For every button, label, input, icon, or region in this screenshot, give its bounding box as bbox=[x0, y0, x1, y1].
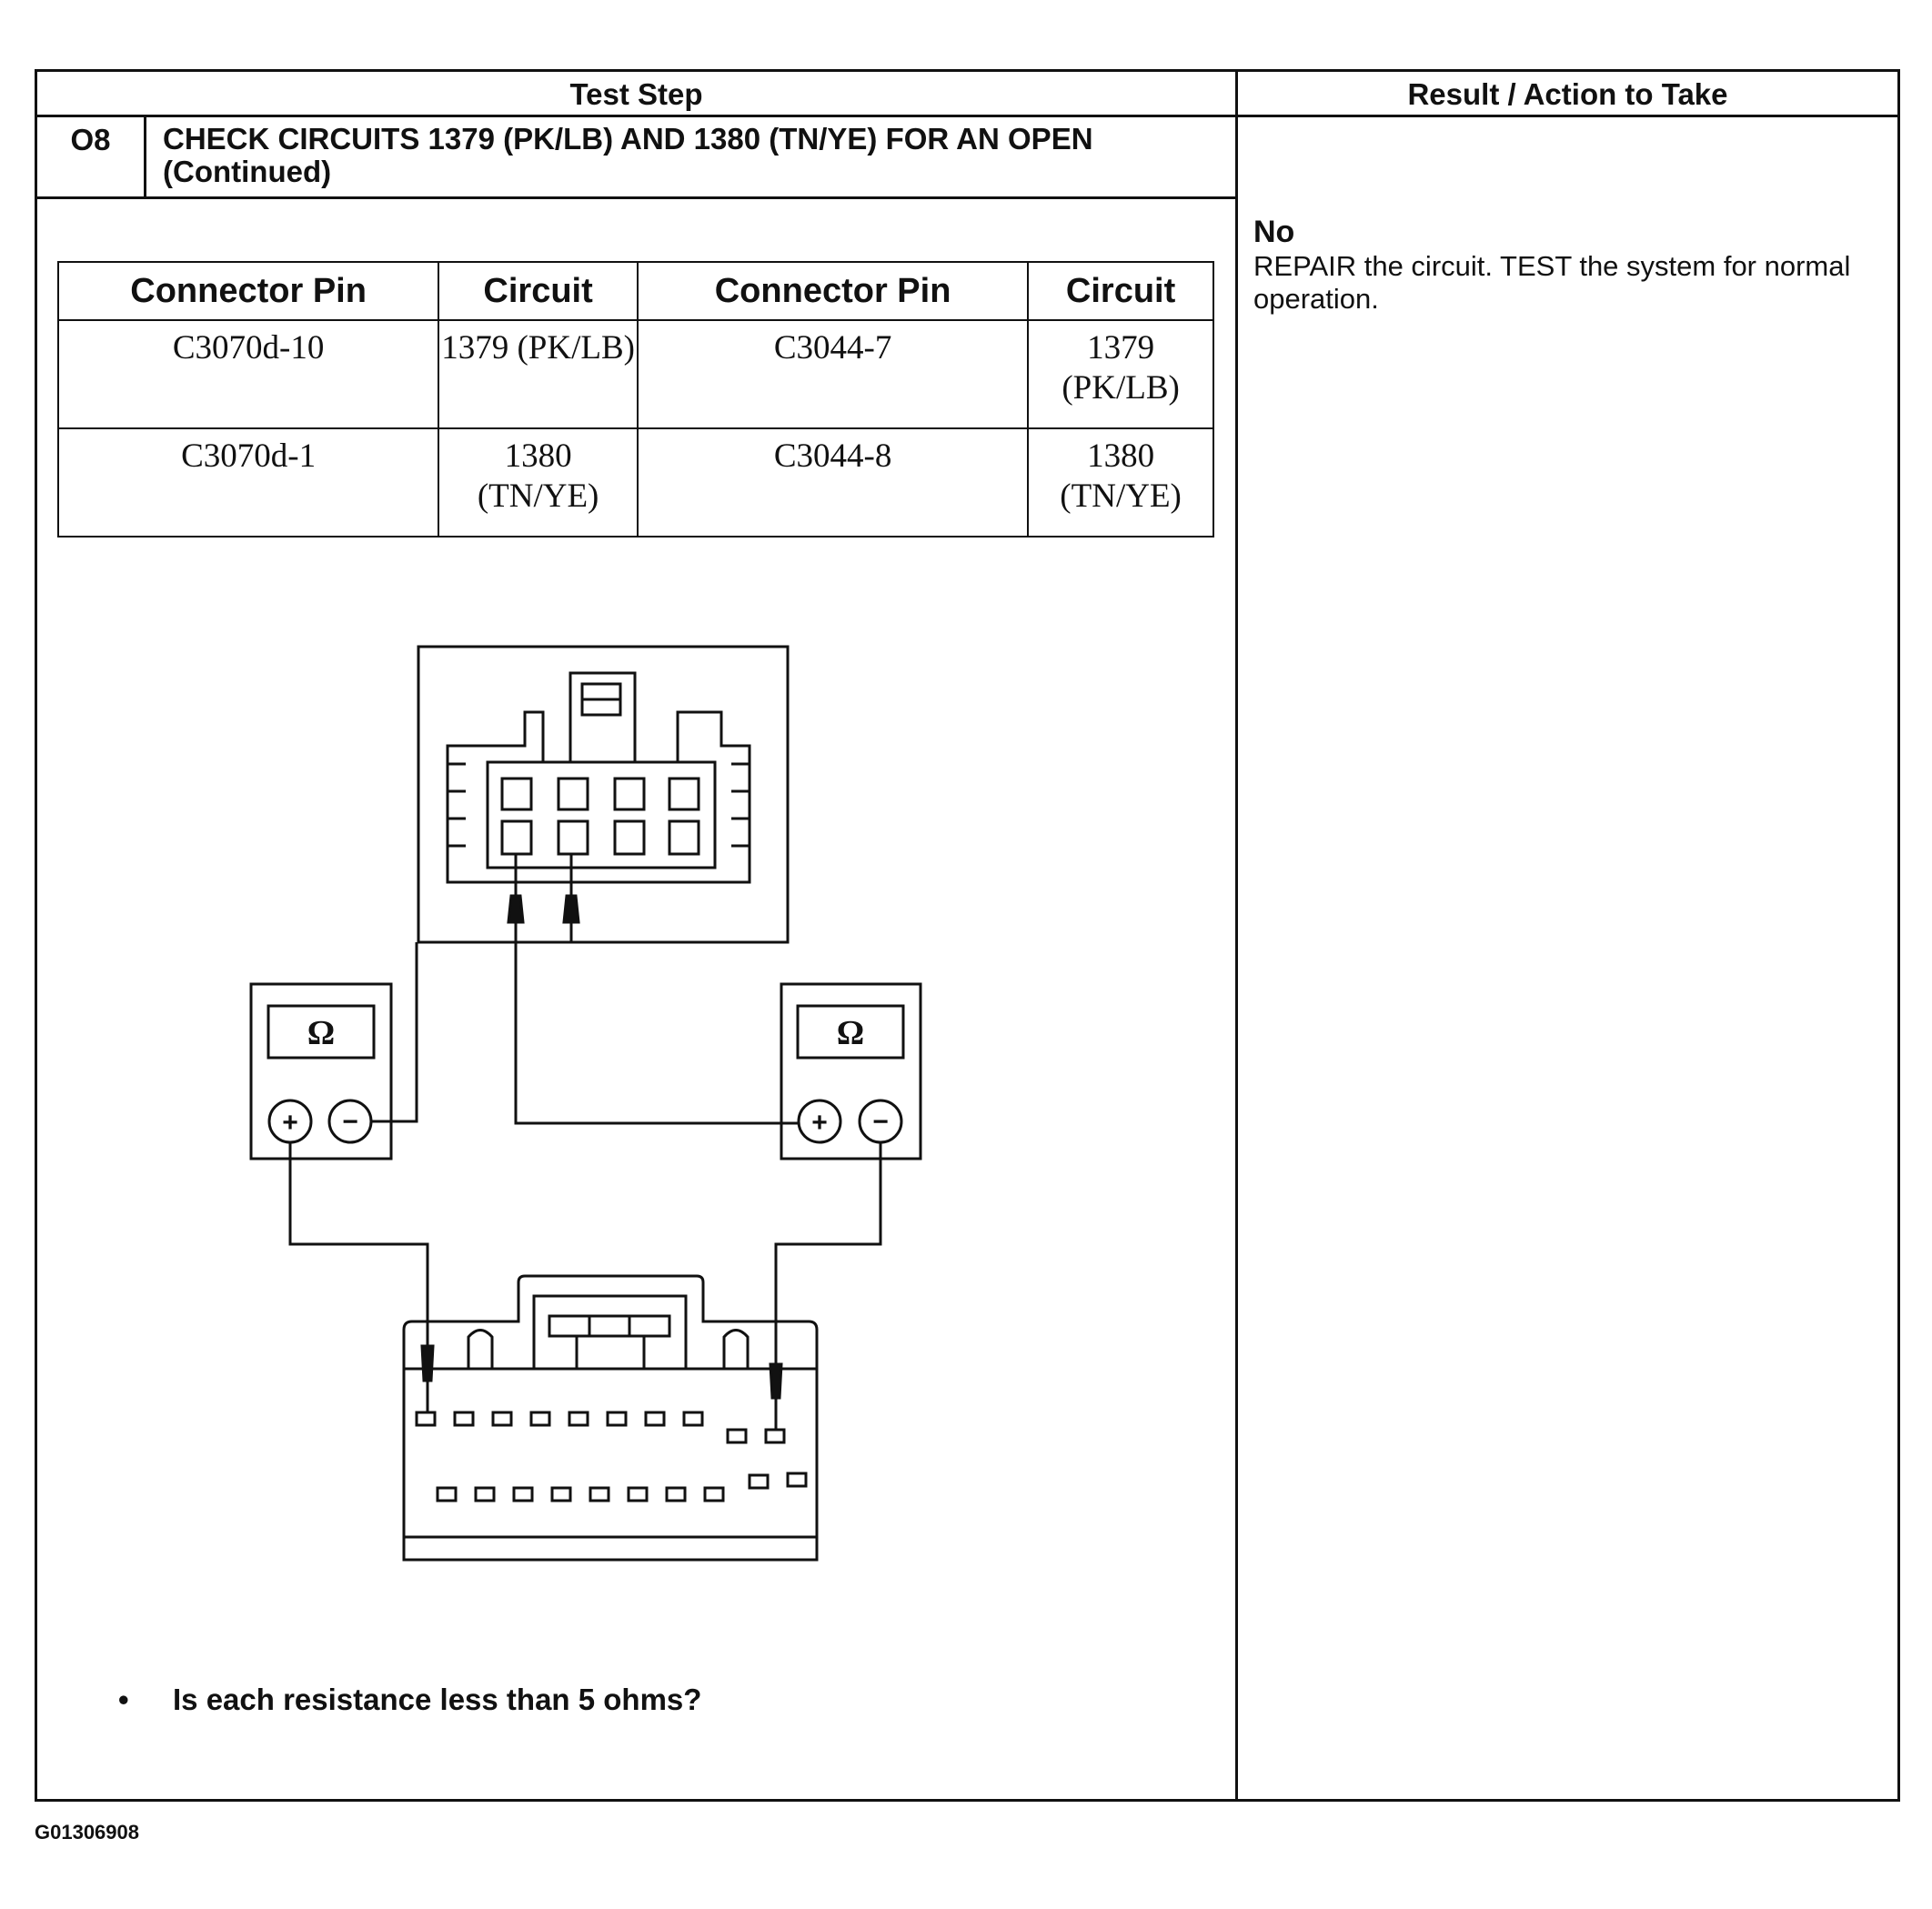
pin-circuit-table: Connector Pin Circuit Connector Pin Circ… bbox=[56, 261, 1214, 538]
pin-table-header: Circuit bbox=[438, 261, 639, 321]
table-row: C3070d-10 1379 (PK/LB) C3044-7 1379 (PK/… bbox=[56, 319, 1214, 429]
right-meter-plus: + bbox=[811, 1108, 828, 1138]
test-leads bbox=[288, 922, 882, 1364]
right-ohmmeter bbox=[780, 982, 922, 1160]
connector-pin-cell: C3070d-1 bbox=[56, 427, 440, 538]
header-test-step: Test Step bbox=[37, 72, 1238, 117]
pin-table-header: Connector Pin bbox=[636, 261, 1030, 321]
circuit-cell: 1379 (PK/LB) bbox=[1027, 319, 1214, 429]
right-meter-ohm-symbol: Ω bbox=[837, 1014, 864, 1052]
right-meter-minus: − bbox=[872, 1107, 889, 1137]
upper-probes bbox=[507, 854, 580, 924]
left-meter-ohm-symbol: Ω bbox=[307, 1014, 335, 1052]
result-no-text: REPAIR the circuit. TEST the system for … bbox=[1253, 250, 1851, 315]
figure-id: G01306908 bbox=[35, 1821, 139, 1844]
connector-pin-cell: C3070d-10 bbox=[56, 319, 440, 429]
left-meter-minus: − bbox=[342, 1107, 358, 1137]
header-result-action: Result / Action to Take bbox=[1238, 72, 1897, 117]
pin-table-header-row: Connector Pin Circuit Connector Pin Circ… bbox=[56, 261, 1214, 321]
pin-table-header: Connector Pin bbox=[56, 261, 440, 321]
question-bullet: • bbox=[118, 1683, 129, 1716]
pin-table-header: Circuit bbox=[1027, 261, 1214, 321]
circuit-cell: 1380 (TN/YE) bbox=[1027, 427, 1214, 538]
step-row: O8 CHECK CIRCUITS 1379 (PK/LB) AND 1380 … bbox=[37, 117, 1235, 199]
left-ohmmeter bbox=[249, 982, 393, 1160]
connector-pin-cell: C3044-7 bbox=[636, 319, 1030, 429]
circuit-cell: 1380 (TN/YE) bbox=[438, 427, 639, 538]
table-row: C3070d-1 1380 (TN/YE) C3044-8 1380 (TN/Y… bbox=[56, 427, 1214, 538]
upper-connector-c3044 bbox=[417, 645, 790, 944]
result-no-label: No bbox=[1253, 215, 1295, 249]
step-number: O8 bbox=[37, 117, 146, 196]
connector-pin-cell: C3044-8 bbox=[636, 427, 1030, 538]
left-meter-plus: + bbox=[282, 1108, 298, 1138]
circuit-cell: 1379 (PK/LB) bbox=[438, 319, 639, 429]
question: • Is each resistance less than 5 ohms? bbox=[118, 1683, 701, 1717]
question-text: Is each resistance less than 5 ohms? bbox=[173, 1683, 702, 1716]
step-title: CHECK CIRCUITS 1379 (PK/LB) AND 1380 (TN… bbox=[163, 122, 1093, 188]
lower-connector-c3070d bbox=[402, 1274, 819, 1562]
result-no-section: No REPAIR the circuit. TEST the system f… bbox=[1253, 216, 1881, 316]
test-step-column: O8 CHECK CIRCUITS 1379 (PK/LB) AND 1380 … bbox=[37, 117, 1238, 1799]
lower-probes bbox=[420, 1344, 783, 1430]
test-step-table: Test Step Result / Action to Take O8 CHE… bbox=[35, 69, 1900, 1802]
